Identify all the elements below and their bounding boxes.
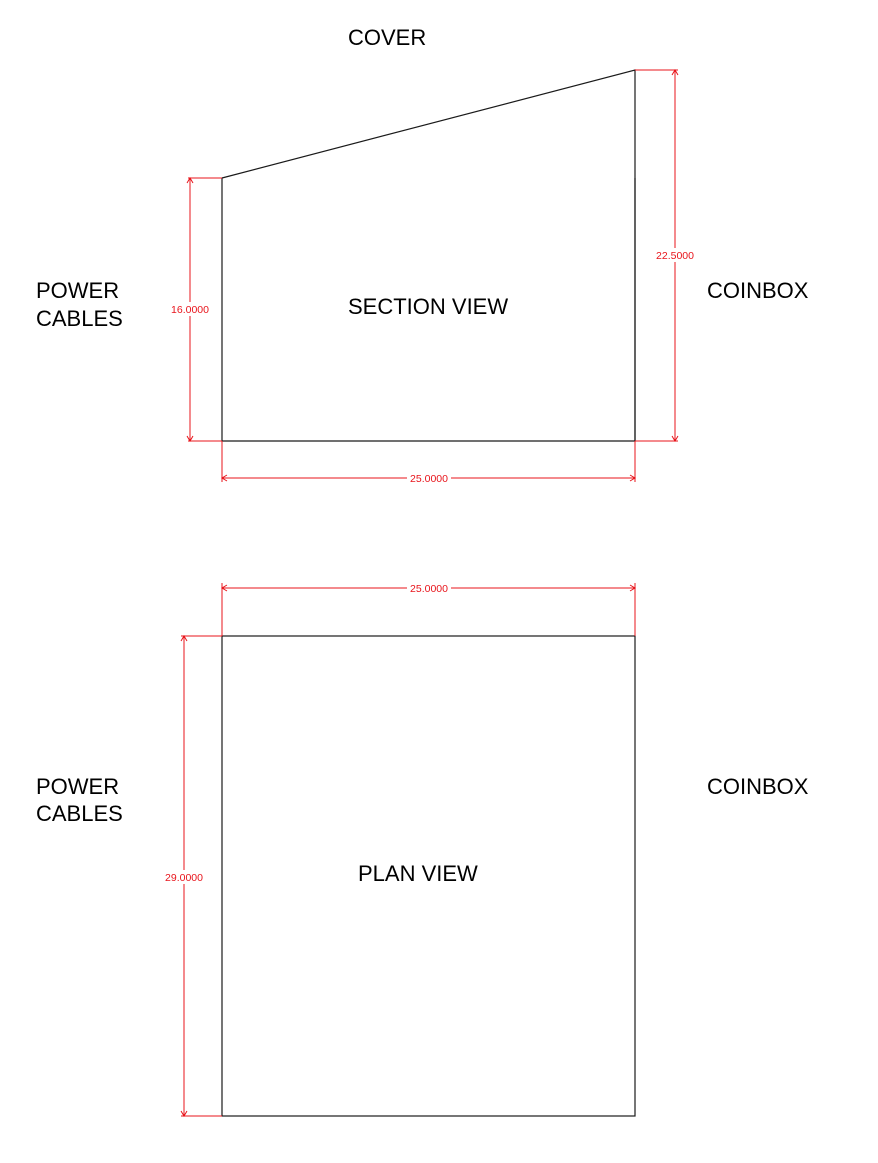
plan-label-coinbox: COINBOX [707,774,809,799]
section-outline [221,69,636,442]
section-label-power: POWER [36,278,119,303]
plan-view-title: PLAN VIEW [358,861,478,886]
section-dim-right: 22.5000 [635,69,697,442]
plan-label-cables: CABLES [36,801,123,826]
plan-label-power: POWER [36,774,119,799]
plan-outline [221,635,636,1117]
section-label-cables: CABLES [36,306,123,331]
section-label-coinbox: COINBOX [707,278,809,303]
section-label-cover: COVER [348,25,426,50]
section-dim-bottom-text: 25.0000 [410,473,448,485]
plan-dim-left-text: 29.0000 [165,872,203,884]
section-view: 16.0000 22.5000 25.0000 COVER POWER CABL… [36,25,809,485]
plan-dim-left: 29.0000 [162,635,222,1117]
plan-dim-top: 25.0000 [221,581,636,636]
section-dim-left-text: 16.0000 [171,304,209,316]
plan-dim-top-text: 25.0000 [410,583,448,595]
section-dim-bottom: 25.0000 [221,441,636,485]
section-view-title: SECTION VIEW [348,294,508,319]
section-dim-right-text: 22.5000 [656,250,694,262]
plan-view: 25.0000 29.0000 POWER CABLES COINBOX PLA… [36,581,809,1117]
section-dim-left: 16.0000 [168,177,222,442]
